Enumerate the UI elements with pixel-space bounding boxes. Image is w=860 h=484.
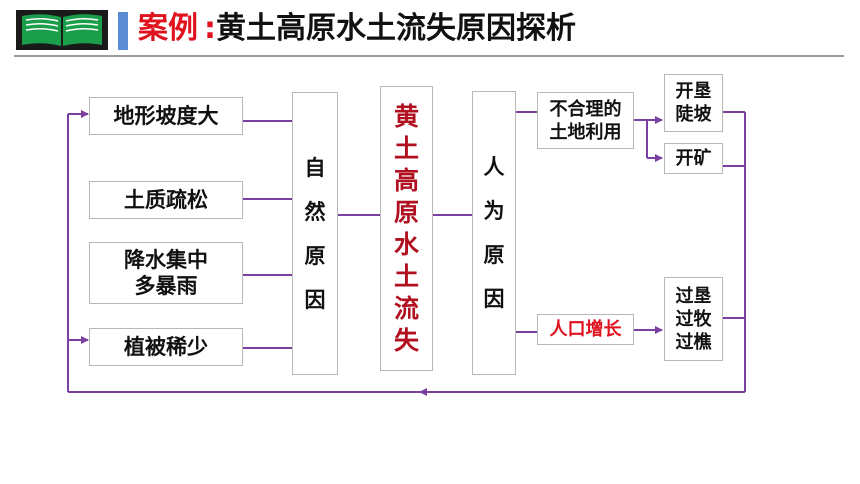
land-use-line-2: 土地利用 [549, 121, 622, 143]
center-char: 原 [393, 197, 419, 227]
factor-steep-slope: 地形坡度大 [89, 97, 243, 135]
factor-loose-soil-label: 土质疏松 [124, 188, 208, 212]
mining-label: 开矿 [675, 148, 712, 169]
title-main: 黄土高原水土流失原因探析 [216, 11, 576, 46]
soil-erosion-center-box: 黄 土 高 原 水 土 流 失 [380, 86, 433, 371]
natural-char: 自 [304, 155, 326, 180]
center-char: 水 [393, 229, 419, 259]
natural-char: 然 [304, 199, 326, 224]
header-divider [14, 55, 844, 57]
natural-causes-box: 自 然 原 因 [292, 92, 338, 375]
accent-bar [118, 12, 128, 50]
factor-loose-soil: 土质疏松 [89, 181, 243, 219]
factor-steep-slope-label: 地形坡度大 [113, 104, 219, 128]
human-causes-box: 人 为 原 因 [472, 91, 516, 375]
over-exploitation-box: 过垦 过牧 过樵 [664, 277, 723, 361]
land-use-line-1: 不合理的 [549, 98, 622, 120]
reclaim-steep-slope-box: 开垦 陡坡 [664, 74, 723, 132]
factor-sparse-vegetation: 植被稀少 [89, 328, 243, 366]
population-growth-box: 人口增长 [537, 314, 634, 345]
human-char: 因 [483, 287, 505, 311]
over-line-1: 过垦 [675, 285, 712, 307]
center-char: 土 [393, 133, 419, 163]
page-title: 案例:黄土高原水土流失原因探析 [138, 9, 576, 49]
natural-char: 因 [304, 287, 326, 312]
mining-box: 开矿 [664, 143, 723, 174]
factor-rainfall-line-2: 多暴雨 [134, 274, 198, 298]
over-line-2: 过牧 [675, 308, 712, 330]
center-char: 高 [393, 165, 419, 195]
population-growth-label: 人口增长 [549, 319, 622, 340]
human-char: 人 [483, 155, 505, 179]
center-char: 失 [393, 325, 419, 355]
title-colon: : [204, 11, 216, 46]
reclaim-line-1: 开垦 [675, 81, 712, 102]
factor-rainfall-line-1: 降水集中 [124, 248, 208, 272]
center-char: 流 [393, 293, 419, 323]
factor-sparse-vegetation-label: 植被稀少 [124, 335, 208, 359]
natural-char: 原 [304, 243, 326, 268]
over-line-3: 过樵 [675, 331, 712, 353]
reclaim-line-2: 陡坡 [675, 104, 712, 125]
factor-concentrated-rainfall: 降水集中 多暴雨 [89, 242, 243, 304]
title-prefix: 案例 [138, 11, 198, 46]
improper-land-use-box: 不合理的 土地利用 [537, 92, 634, 149]
book-icon [14, 8, 110, 52]
center-char: 土 [393, 261, 419, 291]
human-char: 为 [483, 199, 505, 223]
human-char: 原 [483, 243, 505, 267]
center-char: 黄 [393, 101, 419, 131]
